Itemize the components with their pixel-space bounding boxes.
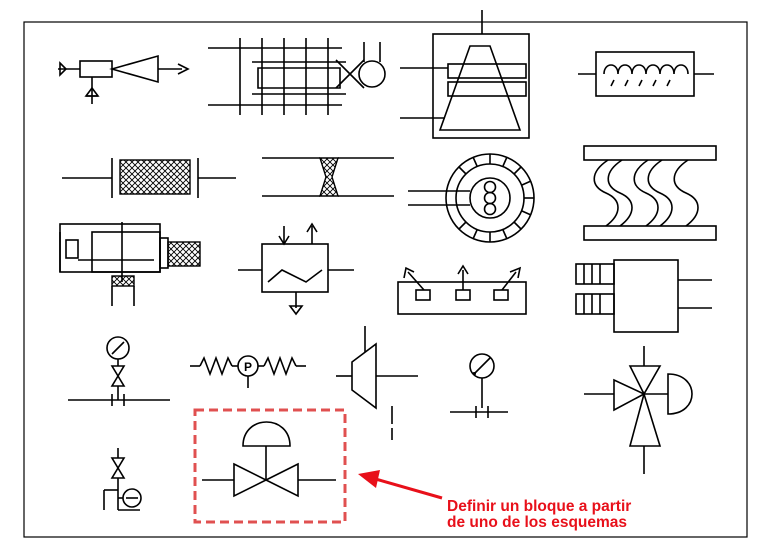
symbol-ejector[interactable] [58, 54, 190, 104]
drawing-frame [23, 21, 748, 538]
symbol-compressor-unit[interactable] [575, 259, 712, 333]
symbol-gauge-valve[interactable] [68, 336, 170, 406]
symbol-hatched-pipe-section[interactable] [62, 158, 236, 198]
symbol-heat-exchanger-box[interactable] [238, 222, 354, 316]
annotation-arrow [358, 470, 443, 500]
symbol-kiln-tower[interactable] [400, 10, 530, 139]
symbol-control-valve-selected[interactable] [202, 421, 336, 498]
symbol-heater-coil[interactable] [578, 51, 714, 97]
annotation-text-line2: de uno de los esquemas [447, 514, 627, 531]
symbol-pipe-filter[interactable] [262, 157, 394, 197]
symbol-pressure-gauge[interactable] [450, 353, 508, 418]
symbol-tray-nozzles[interactable] [397, 264, 527, 315]
annotation-text-line1: Definir un bloque a partir [447, 498, 631, 515]
symbol-valve-meter[interactable] [103, 448, 142, 511]
symbol-three-way-control-valve[interactable] [584, 346, 693, 474]
symbol-rotary-drum[interactable] [408, 153, 535, 243]
gauge-letter: P [244, 360, 252, 374]
selection-highlight-box [193, 408, 347, 524]
symbol-heat-exchanger-fan[interactable] [208, 38, 386, 115]
symbol-motor-housing[interactable] [59, 222, 201, 306]
symbol-resistor-gauge[interactable] [190, 355, 306, 388]
symbol-turbine[interactable] [336, 326, 418, 440]
symbol-corrugated-plates[interactable] [583, 145, 717, 241]
